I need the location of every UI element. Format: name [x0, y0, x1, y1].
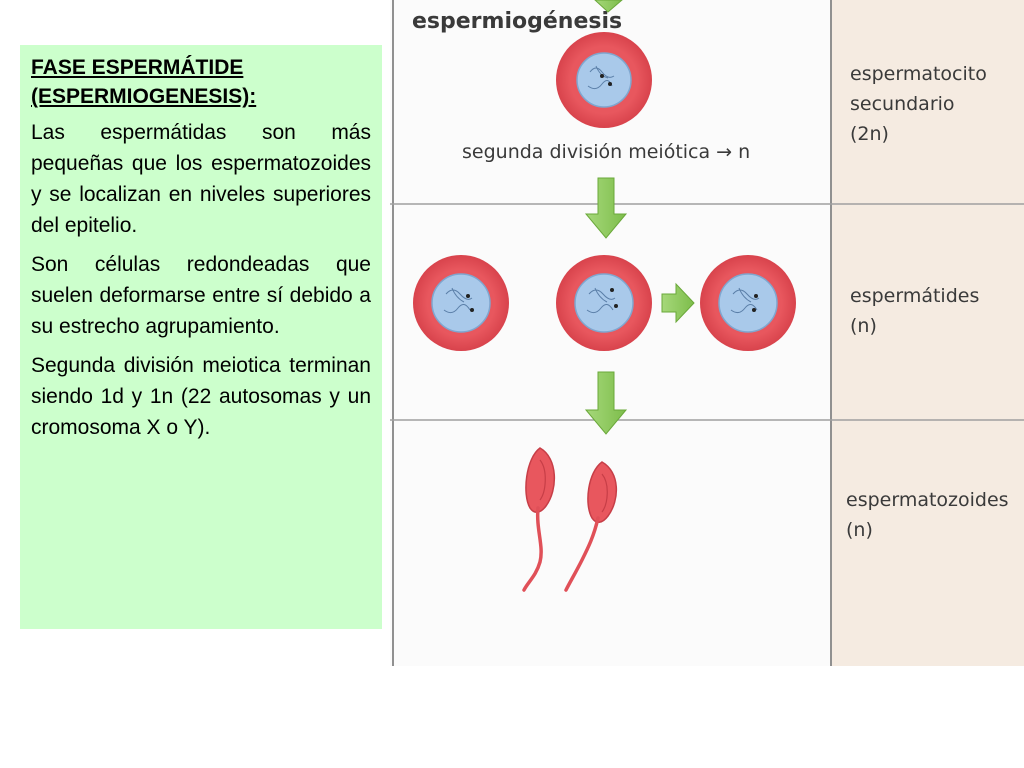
arrow-down-1 — [584, 177, 628, 239]
spermatozoon-1 — [522, 447, 556, 592]
division-label: segunda división meiótica → n — [462, 141, 750, 163]
text-panel: FASE ESPERMÁTIDE (ESPERMIOGENESIS): Las … — [20, 45, 382, 629]
spermiogenesis-diagram: espermiogénesis segunda división meiótic… — [390, 0, 1024, 666]
stage-2-label-line-1: espermátides — [850, 285, 979, 307]
stage-1-label-line-1: espermatocito — [850, 63, 987, 85]
spermatid-cell-1 — [413, 255, 509, 351]
spermatid-cell-3 — [700, 255, 796, 351]
diagram-title: espermiogénesis — [412, 9, 622, 34]
secondary-spermatocyte-cell — [556, 32, 652, 128]
diagram-svg: espermiogénesis segunda división meiótic… — [390, 0, 1024, 666]
stage-3-label-line-1: espermatozoides — [846, 489, 1009, 511]
stage-3-label-line-2: (n) — [846, 519, 873, 541]
top-arrow — [594, 0, 623, 13]
panel-heading: FASE ESPERMÁTIDE (ESPERMIOGENESIS): — [31, 53, 371, 111]
stage-1-label-line-2: secundario — [850, 93, 955, 115]
arrow-down-2 — [584, 371, 628, 435]
heading-line-2: (ESPERMIOGENESIS): — [31, 85, 257, 108]
stage-2-label-line-2: (n) — [850, 315, 877, 337]
paragraph-3: Segunda división meiotica terminan siend… — [31, 354, 371, 439]
heading-line-1: FASE ESPERMÁTIDE — [31, 56, 244, 79]
paragraph-1: Las espermátidas son más pequeñas que lo… — [31, 121, 371, 237]
paragraph-2: Son células redondeadas que suelen defor… — [31, 253, 371, 338]
label-column — [832, 0, 1024, 666]
right-arrow — [661, 282, 695, 324]
stage-1-label-line-3: (2n) — [850, 123, 889, 145]
spermatozoon-2 — [564, 461, 618, 592]
spermatid-cell-2 — [556, 255, 652, 351]
